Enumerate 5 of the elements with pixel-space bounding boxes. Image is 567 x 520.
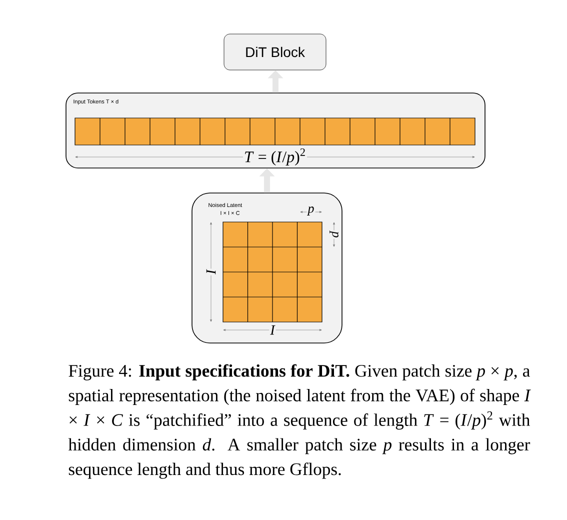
- dimension-label: I: [205, 268, 217, 276]
- dimension-label: I: [269, 324, 276, 336]
- dimension-label: T = (I/p)$^{2}$: [243, 147, 308, 167]
- block-box: DiT Block: [224, 34, 326, 70]
- caption: Figure 4: Input specifications for DiT. Given patch size p × p, a spatial representation (the noised latent from the VAE) of shape I × I × C is “patchified” into a sequence of length T = (I/p)$^{2}$ with hidden dimension d. A smaller patch size p results in a longer sequence length and thus more Gflops.: [68, 364, 531, 479]
